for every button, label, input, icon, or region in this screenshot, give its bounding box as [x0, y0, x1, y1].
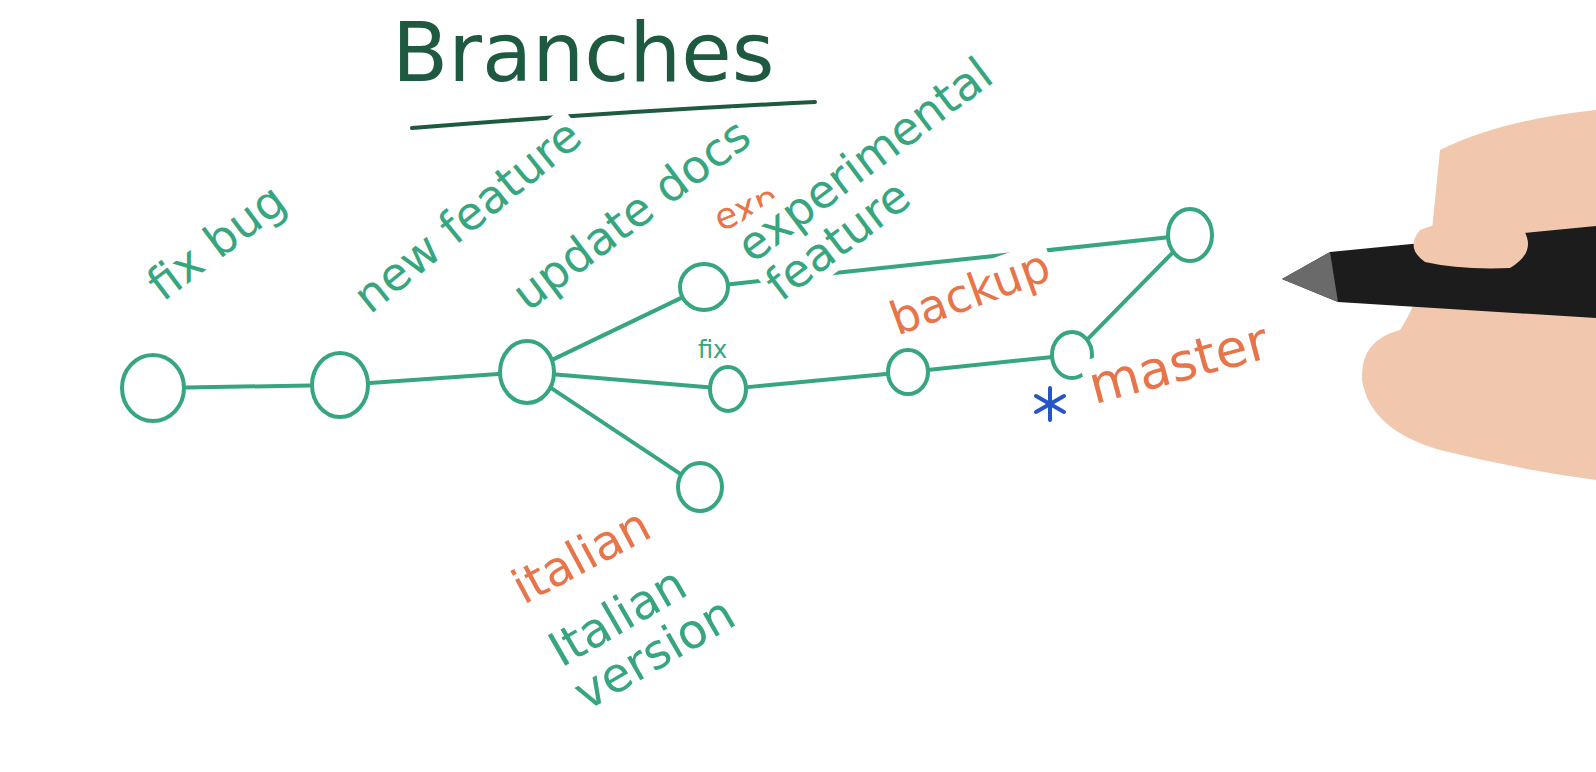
commit-label: fix bug: [135, 173, 297, 312]
commit-outline: [680, 264, 728, 310]
commit-circle: [678, 262, 730, 312]
commit-link: [930, 357, 1050, 369]
commit-node: fix bug: [120, 353, 186, 423]
commit-node: italianItalian version: [676, 461, 724, 513]
commit-link: [1088, 253, 1172, 338]
finger: [1414, 219, 1528, 269]
commit-outline: [122, 355, 184, 421]
commit-circle: [120, 353, 186, 423]
title: Branches: [392, 8, 774, 98]
commit-outline: [710, 367, 746, 411]
commit-node: update docs: [498, 339, 556, 405]
commit-outline: [888, 350, 928, 394]
commit-link: [552, 389, 680, 474]
commit-outline: [678, 463, 722, 511]
commit-circle: [310, 351, 370, 419]
commit-circle: [1166, 207, 1214, 263]
commit-link: [186, 385, 310, 387]
commit-link: [554, 298, 681, 359]
commit-circle: [708, 365, 748, 413]
commit-node: expexperimental feature: [678, 262, 730, 312]
pen-tip: [1282, 252, 1338, 302]
commit-node: fix: [708, 365, 748, 413]
commit-label: fix: [694, 338, 731, 363]
commit-link: [556, 374, 708, 387]
commit-outline: [312, 353, 368, 417]
commit-link: [370, 374, 498, 383]
commit-link: [748, 374, 886, 387]
asterisk-symbol: [1036, 388, 1064, 420]
commit-label: master: [1079, 312, 1278, 414]
commit-node: master: [1050, 330, 1094, 380]
commit-node: [1166, 207, 1214, 263]
commit-node: [886, 348, 930, 396]
commit-circle: [886, 348, 930, 396]
commit-outline: [500, 341, 554, 403]
commit-outline: [1168, 209, 1212, 261]
title-underline: [412, 102, 815, 128]
commit-node: new feature: [310, 351, 370, 419]
branch-label: backup: [880, 240, 1060, 345]
commit-circle: [676, 461, 724, 513]
commit-circle: [498, 339, 556, 405]
